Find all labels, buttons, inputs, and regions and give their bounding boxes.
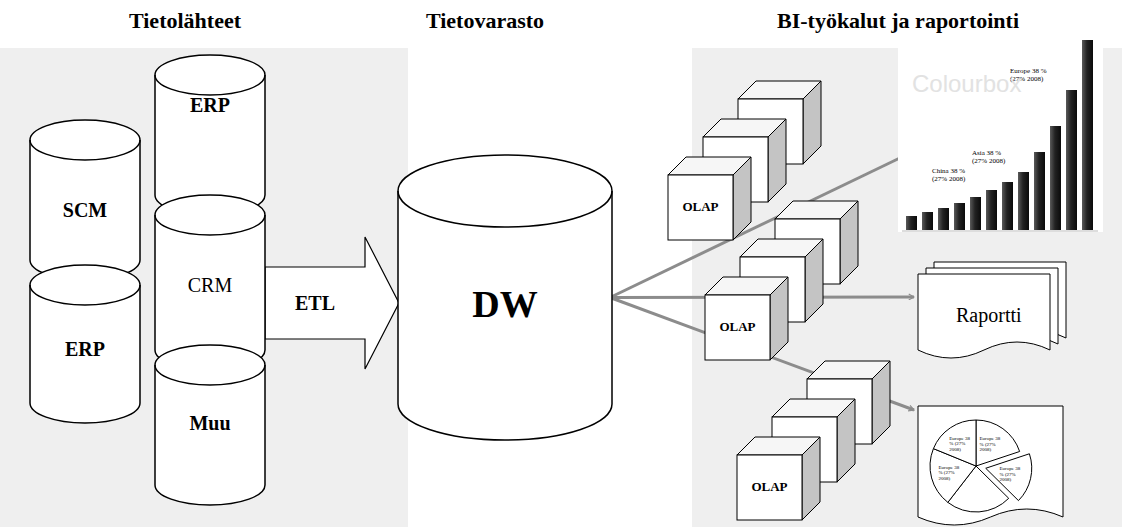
- chart-label: Europe 38 % (27% 2008): [979, 436, 1003, 453]
- cylinder-rim: [155, 215, 265, 235]
- node-label: ERP: [190, 94, 230, 116]
- chart-bar: [906, 216, 917, 230]
- cube-side: [872, 361, 890, 444]
- cube-front: [668, 175, 733, 240]
- chart-bar: [1002, 182, 1013, 230]
- cylinder-body: [155, 55, 265, 215]
- cylinder-body: [155, 345, 265, 505]
- chart-label: Europe 38 % (27% 2008): [999, 466, 1023, 483]
- report-document: Raportti: [918, 262, 1068, 362]
- cube-side: [802, 437, 820, 520]
- cube-side: [805, 239, 823, 322]
- node-label: CRM: [188, 274, 232, 296]
- watermark: Colourbox: [912, 70, 1021, 98]
- node-label: OLAP: [751, 480, 787, 494]
- chart-bar: [1018, 172, 1029, 230]
- node-outline: [737, 437, 820, 520]
- database-cylinder: SCM: [30, 120, 140, 280]
- node-label: Muu: [189, 412, 230, 434]
- olap-cube: OLAP: [668, 157, 751, 240]
- database-cylinder: ERP: [155, 55, 265, 215]
- report-page: [918, 274, 1050, 358]
- olap-cube: OLAP: [705, 277, 788, 360]
- column-heading: BI-työkalut ja raportointi: [777, 8, 1019, 34]
- database-cylinder: CRM: [155, 195, 265, 370]
- node-outline: [668, 157, 751, 240]
- edge-label: ETL: [295, 292, 335, 315]
- column-heading: Tietolähteet: [129, 8, 241, 34]
- chart-bar: [922, 212, 933, 230]
- node-label: OLAP: [719, 320, 755, 334]
- cylinder-rim: [155, 365, 265, 385]
- cylinder-body: [30, 265, 140, 423]
- cylinder-rim: [30, 285, 140, 305]
- node-label: Raportti: [956, 304, 1022, 326]
- chart-label: China 38 % (27% 2008): [932, 168, 978, 183]
- node-outline: [705, 277, 788, 360]
- cube-side: [733, 157, 751, 240]
- cube-side: [770, 277, 788, 360]
- node-outline: [918, 400, 1073, 525]
- database-cylinder: Muu: [155, 345, 265, 505]
- pie-slice: [933, 420, 976, 466]
- chart-label: Europe 38 % (27% 2008): [938, 465, 962, 482]
- chart-bar: [986, 190, 997, 230]
- cube-side: [840, 201, 858, 284]
- cylinder-rim: [398, 191, 612, 227]
- cylinder-body: [30, 120, 140, 280]
- cylinder-rim: [30, 140, 140, 160]
- database-cylinder: ERP: [30, 265, 140, 423]
- bar-chart: Europe 38 % (27% 2008)Asia 38 % (27% 200…: [898, 10, 1103, 232]
- chart-bar: [1066, 90, 1077, 230]
- node-label: SCM: [63, 199, 107, 221]
- chart-bar: [1050, 126, 1061, 230]
- pie-page: [918, 406, 1063, 525]
- cube-front: [705, 295, 770, 360]
- cube-side: [768, 119, 786, 202]
- etl-block-arrow: [265, 237, 399, 369]
- chart-bar: [938, 208, 949, 230]
- cube-side: [837, 399, 855, 482]
- olap-cube: OLAP: [737, 437, 820, 520]
- node-outline: [155, 55, 265, 215]
- cylinder-body: [398, 155, 612, 440]
- chart-ground: [898, 10, 1103, 232]
- node-outline: [898, 10, 1103, 232]
- chart-label: Europe 38 % (27% 2008): [949, 436, 973, 453]
- node-label: ERP: [65, 338, 105, 360]
- cube-front: [737, 455, 802, 520]
- cylinder-rim: [155, 75, 265, 95]
- chart-label: Asia 38 % (27% 2008): [972, 150, 1018, 165]
- node-label: DW: [472, 284, 537, 326]
- chart-bar: [954, 203, 965, 230]
- chart-bar: [1082, 40, 1093, 230]
- column-heading: Tietovarasto: [426, 8, 544, 34]
- chart-base: [902, 231, 1098, 232]
- pie-chart: Europe 38 % (27% 2008) Europe 38 % (27% 2…: [918, 400, 1073, 525]
- sources-panel: [0, 48, 408, 527]
- chart-bar: [1034, 152, 1045, 230]
- chart-bar: [970, 197, 981, 230]
- cube-side: [803, 81, 821, 164]
- node-label: OLAP: [682, 200, 718, 214]
- database-cylinder: DW: [398, 155, 612, 440]
- cylinder-body: [155, 195, 265, 370]
